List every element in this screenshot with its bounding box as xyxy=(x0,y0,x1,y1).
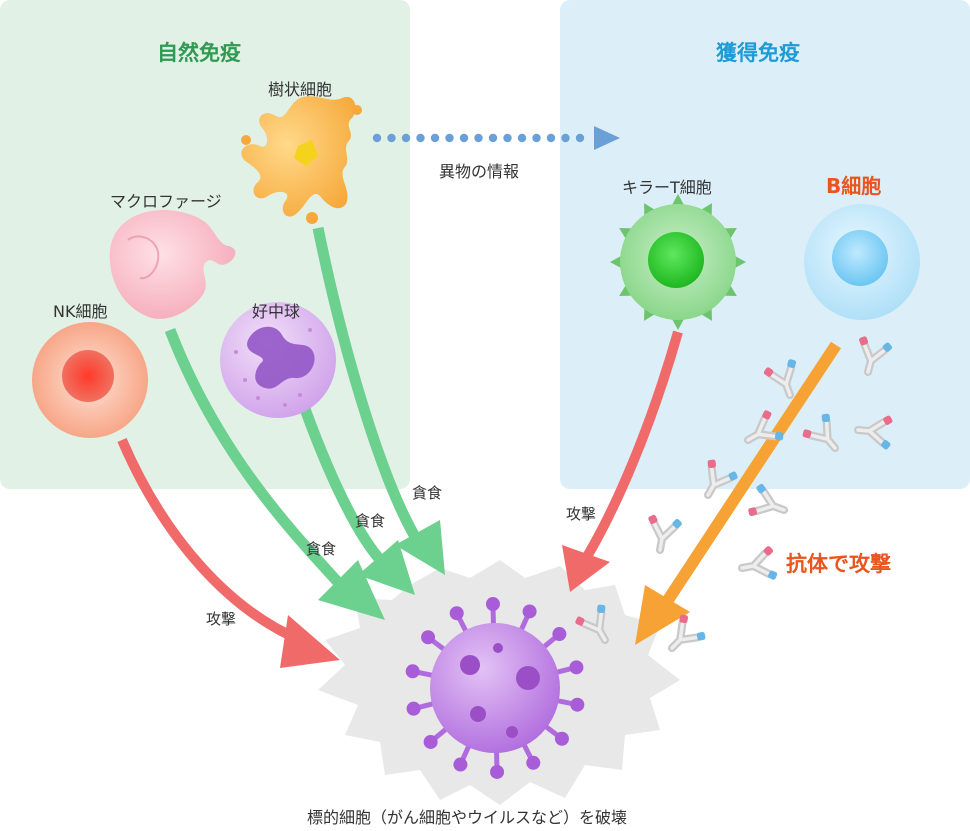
info-dot xyxy=(474,133,483,143)
target-virus-cell xyxy=(405,597,585,779)
antibody-icon xyxy=(739,544,779,585)
antibody-icon xyxy=(642,513,683,553)
info-dot xyxy=(372,133,382,143)
phagocytosis-arrow-macrophage xyxy=(164,328,350,594)
info-dot xyxy=(517,133,527,143)
info-dot xyxy=(416,133,425,143)
attack-label-killer-t: 攻撃 xyxy=(566,505,597,523)
antibody-attack-arrow xyxy=(662,341,842,604)
virus-spike-tip xyxy=(569,660,584,675)
virus-spike-tip xyxy=(485,597,500,612)
killer-t-spike xyxy=(733,255,746,269)
attack-arrow-killer-t xyxy=(580,330,683,563)
info-dot xyxy=(430,133,440,143)
phagocytosis-arrowhead-dendritic xyxy=(395,520,445,575)
phagocytosis-arrowhead-neutrophil xyxy=(358,540,415,595)
b-cell xyxy=(804,204,920,320)
virus-spike-tip xyxy=(449,606,464,621)
killer-t-cell xyxy=(610,194,746,330)
phagocytosis-arrowhead-macrophage xyxy=(318,560,385,620)
info-dot xyxy=(503,133,512,143)
phagocytosis-label-macrophage: 貪食 xyxy=(306,540,337,558)
info-dot xyxy=(546,133,556,143)
info-transfer-label: 異物の情報 xyxy=(439,162,520,181)
info-transfer-arrowhead xyxy=(594,126,620,150)
info-dot xyxy=(401,133,411,143)
attack-arrowhead-nk xyxy=(280,615,340,668)
info-dot xyxy=(561,133,570,143)
virus-spike-tip xyxy=(421,630,436,645)
info-dot xyxy=(575,133,585,143)
virus-spike-tip xyxy=(570,697,585,712)
attack-arrowhead-killer-t xyxy=(562,545,610,592)
antibody-attack-arrowhead xyxy=(635,585,690,645)
killer-t-spike xyxy=(671,317,685,330)
neutrophil-cell xyxy=(220,302,336,418)
phagocytosis-label-neutrophil: 貪食 xyxy=(355,512,386,530)
dendritic-cell-label: 樹状細胞 xyxy=(268,80,333,99)
info-dot xyxy=(445,133,454,143)
virus-spike-tip xyxy=(522,604,537,619)
nk-cell xyxy=(32,322,148,438)
adaptive-immunity-title: 獲得免疫 xyxy=(716,41,800,65)
info-dot xyxy=(459,133,469,143)
virus-spike-tip xyxy=(453,757,468,772)
macrophage-cell xyxy=(109,210,236,319)
b-cell-label: B細胞 xyxy=(826,174,882,198)
info-transfer-dots xyxy=(372,133,585,143)
info-dot xyxy=(532,133,541,143)
dendritic-cell xyxy=(241,96,362,224)
phagocytosis-arrow-neutrophil xyxy=(294,393,389,569)
killer-t-spike xyxy=(671,194,685,207)
antibody-attack-label: 抗体で攻撃 xyxy=(786,552,891,576)
macrophage-label: マクロファージ xyxy=(110,192,222,211)
attack-arrow-nk xyxy=(117,438,302,645)
virus-spike-tip xyxy=(423,734,438,749)
virus-spike-tip xyxy=(490,764,505,779)
phagocytosis-arrow-dendritic xyxy=(312,226,425,548)
neutrophil-label: 好中球 xyxy=(252,302,301,321)
virus-spike-tip xyxy=(405,664,420,679)
virus-spike-tip xyxy=(406,701,421,716)
innate-immunity-title: 自然免疫 xyxy=(157,41,241,65)
target-caption: 標的細胞（がん細胞やウイルスなど）を破壊 xyxy=(307,808,628,827)
attack-label-nk: 攻撃 xyxy=(206,610,237,628)
killer-t-spike xyxy=(610,255,623,269)
virus-spike-tip xyxy=(526,755,541,770)
nk-cell-label: NK細胞 xyxy=(53,302,108,321)
killer-t-cell-label: キラーT細胞 xyxy=(622,178,712,197)
virus-spike-tip xyxy=(552,627,567,642)
virus-spike-tip xyxy=(554,731,569,746)
info-dot xyxy=(387,133,396,143)
info-dot xyxy=(488,133,498,143)
phagocytosis-label-dendritic: 貪食 xyxy=(412,484,443,502)
